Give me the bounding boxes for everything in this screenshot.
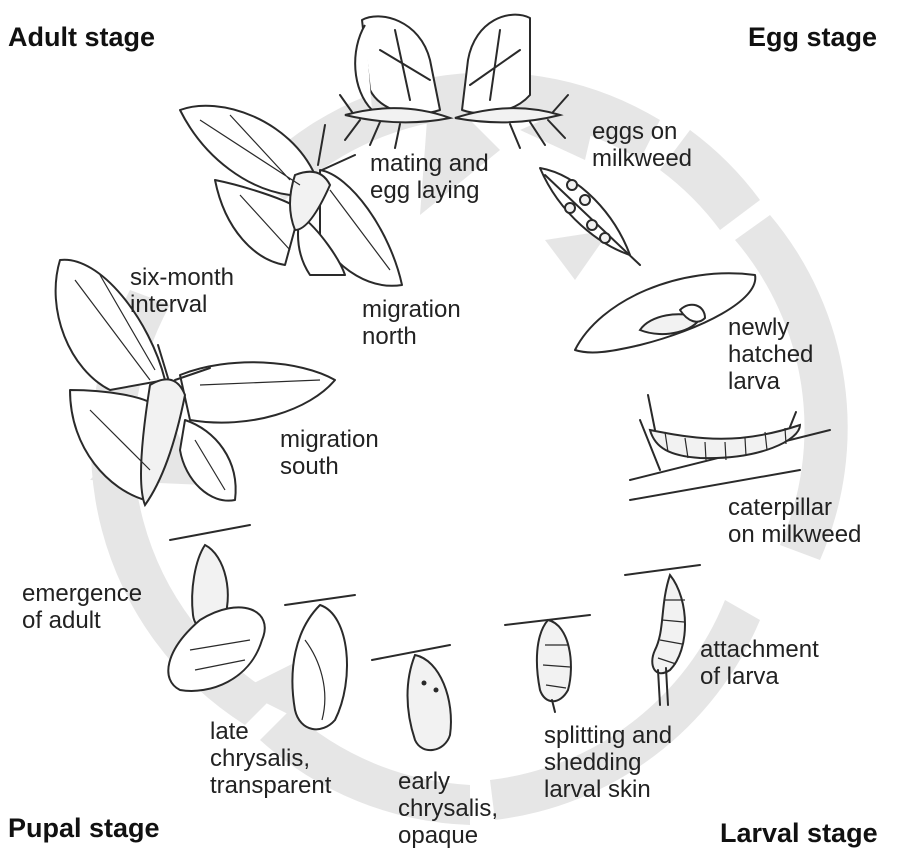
adult-stage-title: Adult stage — [8, 22, 155, 53]
migration-south-line-2: south — [280, 453, 379, 480]
pupal-stage-title: Pupal stage — [8, 813, 160, 844]
six-month-interval-label: six-month interval — [130, 264, 234, 318]
splitting-line-3: larval skin — [544, 776, 672, 803]
migration-south-line-1: migration — [280, 426, 379, 453]
emergence-line-2: of adult — [22, 607, 142, 634]
early-chrysalis-illustration — [372, 645, 451, 750]
early-chrysalis-line-2: chrysalis, — [398, 795, 498, 822]
splitting-line-2: shedding — [544, 749, 672, 776]
mating-label-line-1: mating and — [370, 150, 489, 177]
migration-north-line-2: north — [362, 323, 461, 350]
caterpillar-label: caterpillar on milkweed — [728, 494, 861, 548]
newly-hatched-line-1: newly — [728, 314, 813, 341]
late-chrysalis-illustration — [285, 595, 355, 729]
late-chrysalis-label: late chrysalis, transparent — [210, 718, 331, 799]
caterpillar-line-2: on milkweed — [728, 521, 861, 548]
larval-stage-title: Larval stage — [720, 818, 878, 849]
emergence-of-adult-label: emergence of adult — [22, 580, 142, 634]
late-chrysalis-line-2: chrysalis, — [210, 745, 331, 772]
six-month-label-line-2: interval — [130, 291, 234, 318]
late-chrysalis-line-3: transparent — [210, 772, 331, 799]
attachment-line-1: attachment — [700, 636, 819, 663]
mating-label: mating and egg laying — [370, 150, 489, 204]
eggs-label: eggs on milkweed — [592, 118, 692, 172]
late-chrysalis-line-1: late — [210, 718, 331, 745]
splitting-shedding-label: splitting and shedding larval skin — [544, 722, 672, 803]
shedding-larval-skin-illustration — [505, 615, 590, 712]
eggs-label-line-1: eggs on — [592, 118, 692, 145]
early-chrysalis-line-3: opaque — [398, 822, 498, 849]
caterpillar-line-1: caterpillar — [728, 494, 861, 521]
migration-south-label: migration south — [280, 426, 379, 480]
attachment-line-2: of larva — [700, 663, 819, 690]
newly-hatched-larva-label: newly hatched larva — [728, 314, 813, 395]
splitting-line-1: splitting and — [544, 722, 672, 749]
egg-stage-title: Egg stage — [748, 22, 877, 53]
early-chrysalis-label: early chrysalis, opaque — [398, 768, 498, 849]
eggs-label-line-2: milkweed — [592, 145, 692, 172]
newly-hatched-line-2: hatched — [728, 341, 813, 368]
six-month-label-line-1: six-month — [130, 264, 234, 291]
early-chrysalis-line-1: early — [398, 768, 498, 795]
emergence-line-1: emergence — [22, 580, 142, 607]
mating-label-line-2: egg laying — [370, 177, 489, 204]
attachment-of-larva-label: attachment of larva — [700, 636, 819, 690]
migration-north-label: migration north — [362, 296, 461, 350]
migration-north-line-1: migration — [362, 296, 461, 323]
newly-hatched-line-3: larva — [728, 368, 813, 395]
